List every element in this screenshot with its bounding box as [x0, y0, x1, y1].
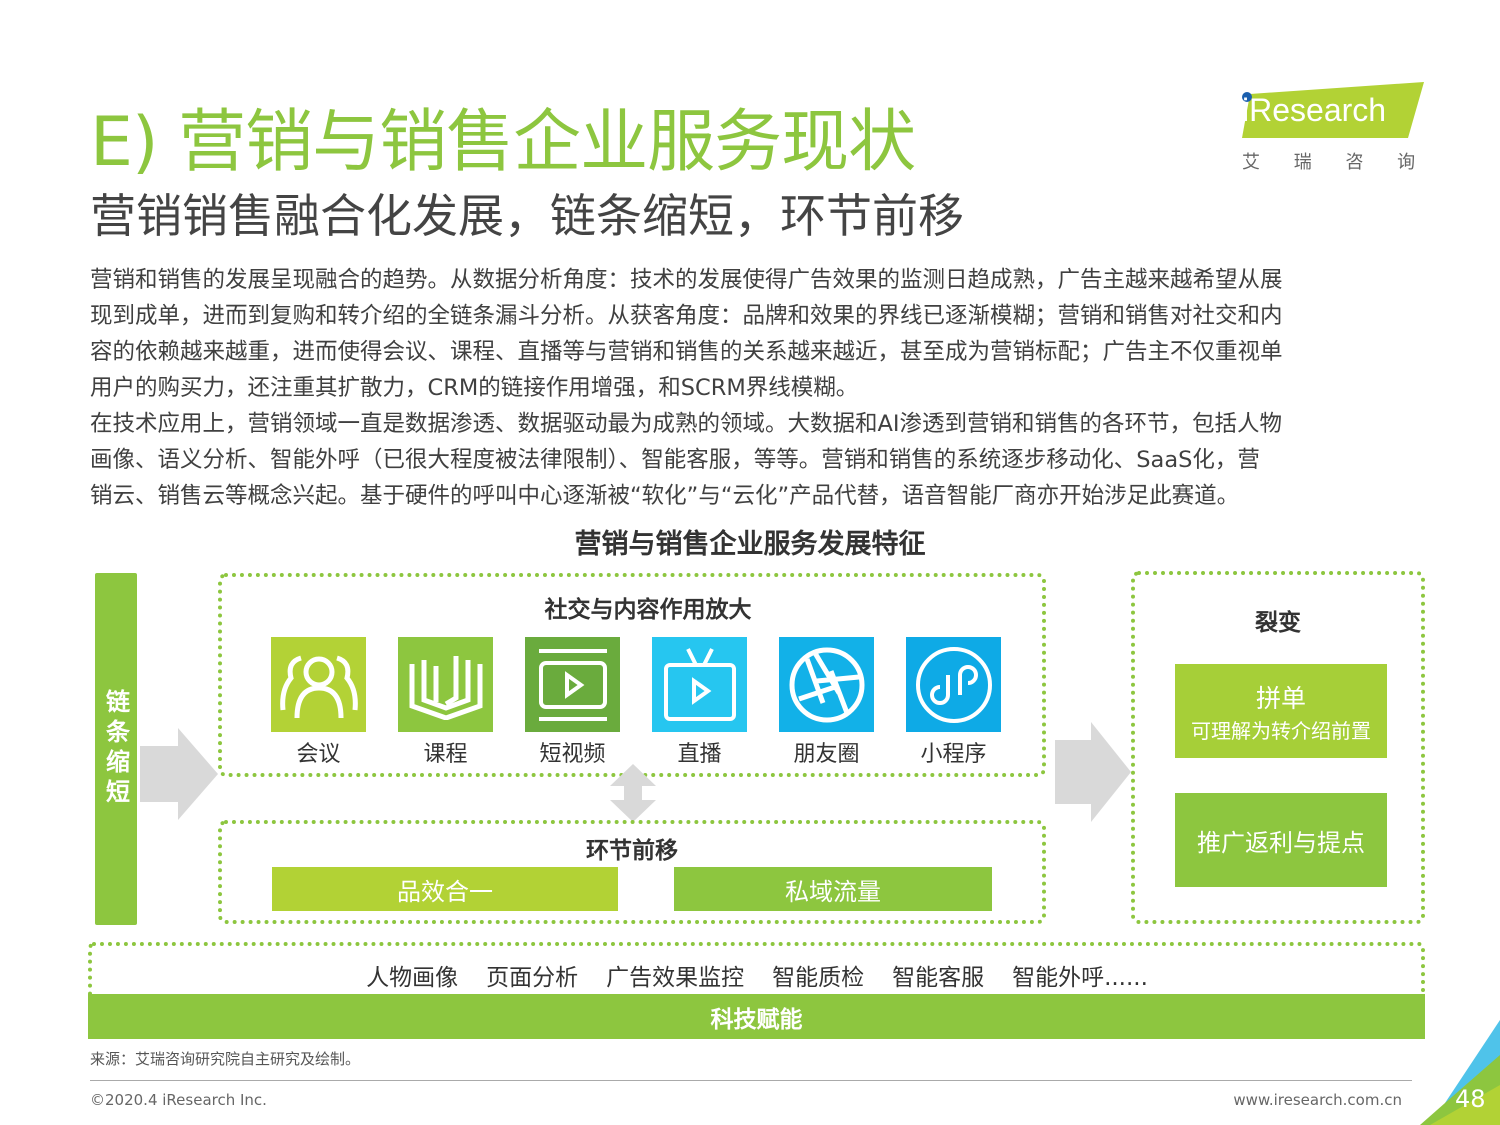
group-buy-box: 拼单 可理解为转介绍前置 [1175, 664, 1387, 758]
brand-effect-box: 品效合一 [272, 867, 618, 911]
iresearch-logo: iResearch 艾 瑞 咨 询 [1240, 80, 1430, 173]
body-line: 销云、销售云等概念兴起。基于硬件的呼叫中心逐渐被“软化”与“云化”产品代替，语音… [90, 483, 1240, 509]
tv-icon [652, 637, 747, 732]
tech-items-box [88, 942, 1425, 1000]
item-live: 直播 [636, 637, 763, 768]
item-short-video: 短视频 [509, 637, 636, 768]
tech-item: 智能客服 [892, 965, 985, 991]
item-moments: 朋友圈 [763, 637, 890, 768]
double-arrow-icon [610, 764, 656, 822]
tech-item: 广告效果监控 [606, 965, 745, 991]
footer-divider [90, 1080, 1412, 1081]
fission-title: 裂变 [1255, 610, 1301, 636]
page-number: 48 [1455, 1085, 1486, 1113]
tech-item: 人物画像 [366, 965, 459, 991]
body-text: 营销和销售的发展呈现融合的趋势。从数据分析角度：技术的发展使得广告效果的监测日趋… [90, 262, 1430, 514]
icon-label: 朋友圈 [793, 742, 860, 767]
stage-forward-title: 环节前移 [586, 838, 678, 864]
body-line: 用户的购买力，还注重其扩散力，CRM的链接作用增强，和SCRM界线模糊。 [90, 375, 859, 401]
tech-item: 智能外呼...... [1012, 965, 1148, 991]
copyright: ©2020.4 iResearch Inc. [90, 1091, 267, 1109]
body-line: 容的依赖越来越重，进而使得会议、课程、直播等与营销和销售的关系越来越近，甚至成为… [90, 339, 1283, 365]
diagram-title: 营销与销售企业服务发展特征 [574, 529, 926, 560]
item-mini-program: 小程序 [890, 637, 1017, 768]
website-url: www.iresearch.com.cn [1233, 1091, 1402, 1109]
body-line: 画像、语义分析、智能外呼（已很大程度被法律限制）、智能客服，等等。营销和销售的系… [90, 447, 1260, 473]
body-line: 现到成单，进而到复购和转介绍的全链条漏斗分析。从获客角度：品牌和效果的界线已逐渐… [90, 303, 1283, 329]
icon-label: 直播 [677, 742, 722, 767]
people-icon [271, 637, 366, 732]
logo-text: iResearch [1242, 92, 1387, 128]
source-note: 来源：艾瑞咨询研究院自主研究及绘制。 [90, 1050, 361, 1068]
tech-items: 人物画像 页面分析 广告效果监控 智能质检 智能客服 智能外呼...... [92, 958, 1422, 992]
logo-cn: 艾 瑞 咨 询 [1242, 152, 1416, 173]
body-line: 在技术应用上，营销领域一直是数据渗透、数据驱动最为成熟的领域。大数据和AI渗透到… [90, 411, 1283, 437]
icon-label: 会议 [296, 742, 341, 767]
right-arrow-icon [1055, 722, 1131, 822]
tech-empowerment-bar: 科技赋能 [88, 994, 1425, 1039]
video-icon [525, 637, 620, 732]
item-meeting: 会议 [255, 637, 382, 768]
icon-label: 课程 [423, 742, 468, 767]
miniprogram-icon [906, 637, 1001, 732]
page-subtitle: 营销销售融合化发展，链条缩短，环节前移 [90, 189, 964, 243]
chain-shorten-bar: 链条缩短 [95, 573, 137, 925]
rebate-box: 推广返利与提点 [1175, 793, 1387, 887]
icon-label: 短视频 [539, 742, 606, 767]
tech-item: 页面分析 [486, 965, 579, 991]
logo-banner-icon [1242, 82, 1424, 138]
item-course: 课程 [382, 637, 509, 768]
social-icons-row: 会议 课程 短视频 直播 朋友圈 小程序 [255, 637, 1017, 768]
page-title: E) 营销与销售企业服务现状 [90, 103, 916, 182]
stage-forward-box [218, 820, 1046, 924]
tech-item: 智能质检 [772, 965, 865, 991]
body-line: 营销和销售的发展呈现融合的趋势。从数据分析角度：技术的发展使得广告效果的监测日趋… [90, 267, 1283, 293]
social-content-title: 社交与内容作用放大 [544, 597, 752, 623]
group-buy-subtitle: 可理解为转介绍前置 [1191, 718, 1371, 743]
fission-box [1131, 571, 1425, 924]
private-traffic-box: 私域流量 [674, 867, 992, 911]
book-icon [398, 637, 493, 732]
corner-decoration-icon [1420, 1020, 1500, 1125]
aperture-icon [779, 637, 874, 732]
group-buy-title: 拼单 [1255, 683, 1306, 713]
right-arrow-icon [140, 728, 218, 820]
icon-label: 小程序 [920, 742, 987, 767]
